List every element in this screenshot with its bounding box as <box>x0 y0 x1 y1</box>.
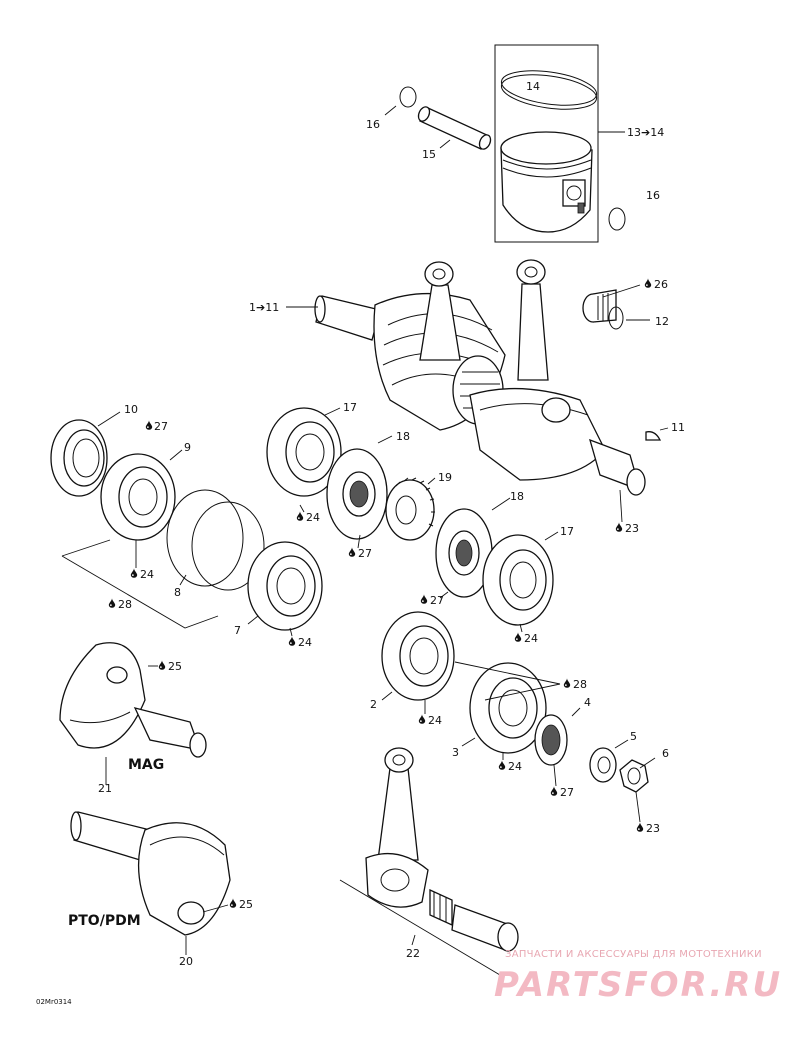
watermark-tagline: ЗАПЧАСТИ И АКСЕССУАРЫ ДЛЯ МОТОТЕХНИКИ <box>505 949 762 960</box>
callout-27: 27 <box>560 786 574 799</box>
nut-6 <box>619 759 649 793</box>
needle-bearing-small <box>582 289 617 323</box>
callouts: 14 16 15 13➔14 16 1➔11 26 12 10 27 9 17 … <box>36 80 685 1006</box>
label-mag: MAG <box>128 757 164 773</box>
oil-drop-icon <box>636 822 644 832</box>
watermark-logo: PARTSFOR.RU <box>494 965 782 1005</box>
callout-11: 11 <box>671 421 685 434</box>
seal-18-lower <box>435 508 493 598</box>
callout-24: 24 <box>306 511 320 524</box>
oil-seal-10 <box>50 419 108 497</box>
callout-7: 7 <box>234 624 241 637</box>
callout-25: 25 <box>239 898 253 911</box>
callout-24: 24 <box>140 568 154 581</box>
piston-ring <box>500 70 598 110</box>
callout-17: 17 <box>560 525 574 538</box>
callout-23: 23 <box>625 522 639 535</box>
oil-drop-icon <box>348 547 356 557</box>
oil-drop-icon <box>514 632 522 642</box>
ring-12 <box>608 306 624 330</box>
gear-19 <box>385 477 435 541</box>
crank-half-pto <box>70 811 231 936</box>
callout-18: 18 <box>396 430 410 443</box>
ring-8 <box>166 489 265 591</box>
callout-19: 19 <box>438 471 452 484</box>
callout-16: 16 <box>646 189 660 202</box>
circlip-right <box>608 207 626 231</box>
connecting-rod-1 <box>419 261 461 361</box>
bearing-17-top <box>266 407 342 497</box>
callout-24: 24 <box>298 636 312 649</box>
callout-14: 14 <box>526 80 540 93</box>
oil-drop-icon <box>498 760 506 770</box>
callout-17: 17 <box>343 401 357 414</box>
callout-5: 5 <box>630 730 637 743</box>
callout-27: 27 <box>154 420 168 433</box>
bearing-3 <box>469 662 547 754</box>
callout-27: 27 <box>430 594 444 607</box>
diagram-code: 02Mr0314 <box>36 998 72 1006</box>
callout-4: 4 <box>584 696 591 709</box>
callout-23: 23 <box>646 822 660 835</box>
bearing-9 <box>100 453 176 541</box>
callout-2: 2 <box>370 698 377 711</box>
callout-13-14: 13➔14 <box>627 126 664 139</box>
crank-half-mag <box>59 642 207 758</box>
callout-25: 25 <box>168 660 182 673</box>
bearing-17-lower <box>482 534 554 626</box>
connecting-rod-22 <box>365 747 519 952</box>
callout-24: 24 <box>508 760 522 773</box>
oil-drop-icon <box>420 594 428 604</box>
callout-24: 24 <box>428 714 442 727</box>
oil-drop-icon <box>288 636 296 646</box>
oil-drop-icon <box>229 898 237 908</box>
oil-drop-icon <box>145 420 153 430</box>
callout-27: 27 <box>358 547 372 560</box>
callout-22: 22 <box>406 947 420 960</box>
callout-15: 15 <box>422 148 436 161</box>
callout-9: 9 <box>184 441 191 454</box>
piston-kit-box <box>494 44 599 243</box>
oil-drop-icon <box>615 522 623 532</box>
oil-drop-icon <box>296 511 304 521</box>
watermark: ЗАПЧАСТИ И АКСЕССУАРЫ ДЛЯ МОТОТЕХНИКИ PA… <box>494 949 782 1005</box>
oil-drop-icon <box>108 598 116 608</box>
oil-drop-icon <box>563 678 571 688</box>
callout-21: 21 <box>98 782 112 795</box>
oil-drop-icon <box>644 278 652 288</box>
piston <box>500 131 593 233</box>
bearing-2 <box>381 611 455 701</box>
crankshaft-assembly <box>314 259 646 496</box>
callout-18: 18 <box>510 490 524 503</box>
callout-16: 16 <box>366 118 380 131</box>
piston-pin <box>417 106 492 150</box>
oil-drop-icon <box>550 786 558 796</box>
callout-24: 24 <box>524 632 538 645</box>
woodruff-key <box>645 431 662 441</box>
oil-drop-icon <box>158 660 166 670</box>
callout-8: 8 <box>174 586 181 599</box>
seal-4 <box>534 714 568 766</box>
leader-lines <box>61 105 669 976</box>
seal-18-top <box>326 448 388 540</box>
callout-1-11: 1➔11 <box>249 301 279 314</box>
callout-28: 28 <box>118 598 132 611</box>
callout-12: 12 <box>655 315 669 328</box>
callout-10: 10 <box>124 403 138 416</box>
callout-28: 28 <box>573 678 587 691</box>
bearing-7 <box>247 541 323 631</box>
callout-3: 3 <box>452 746 459 759</box>
connecting-rod-2 <box>516 259 549 381</box>
washer-5 <box>589 747 617 783</box>
oil-drop-icon <box>130 568 138 578</box>
callout-20: 20 <box>179 955 193 968</box>
oil-drop-icon <box>418 714 426 724</box>
callout-6: 6 <box>662 747 669 760</box>
callout-26: 26 <box>654 278 668 291</box>
circlip-left <box>399 86 417 108</box>
label-pto-pdm: PTO/PDM <box>68 913 141 929</box>
